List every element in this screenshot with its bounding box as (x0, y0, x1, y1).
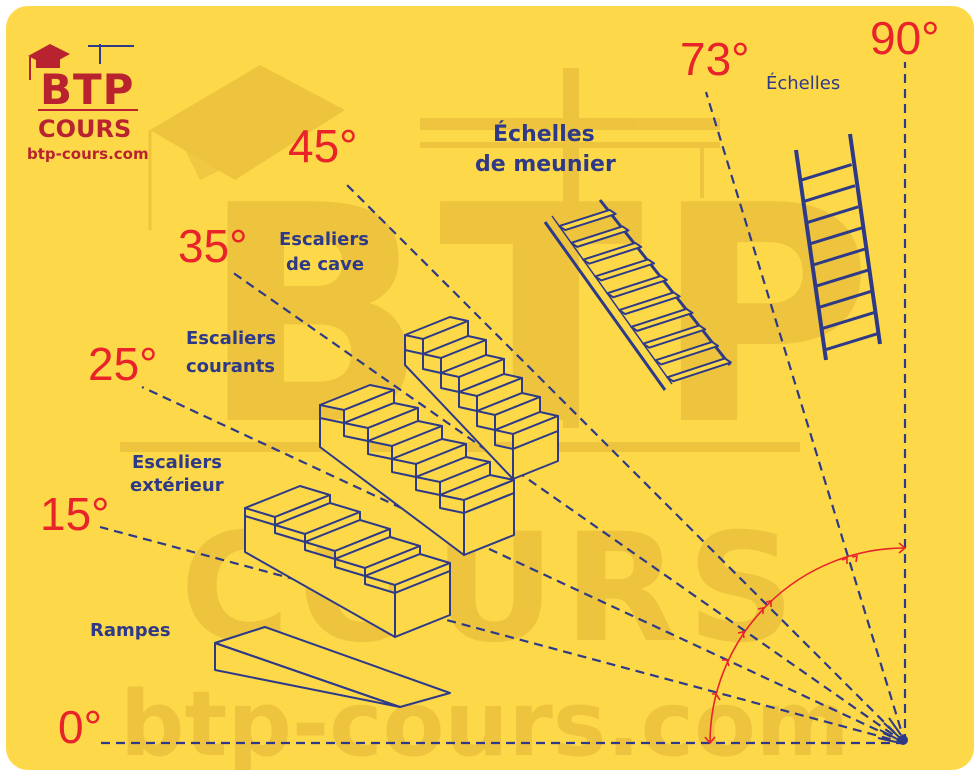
meunier-tread (582, 241, 643, 265)
meunier-tread (618, 291, 681, 316)
ladder-rung (819, 289, 873, 309)
echelle-meunier-illustration (543, 199, 732, 391)
label-cave-line1: Escaliers (279, 229, 369, 250)
label-exterieur-line1: Escaliers (132, 452, 222, 473)
ladder-rung (805, 205, 859, 225)
angle-label-90: 90° (870, 12, 940, 64)
label-courants-line2: courants (186, 356, 275, 377)
ladder-rung (809, 226, 863, 246)
guide-73deg (704, 91, 907, 744)
ladder-rung (825, 332, 879, 351)
meunier-tread (570, 225, 630, 248)
meunier-tread (654, 340, 720, 366)
arc-ticks (704, 542, 907, 745)
watermark-crane-mast (563, 68, 579, 428)
meunier-tread (558, 208, 617, 232)
watermark-crane-jib-lower (420, 142, 720, 148)
logo-cap-base (36, 58, 60, 68)
angle-label-35: 35° (178, 220, 248, 272)
ramp-illustration (214, 626, 451, 708)
label-cave-line2: de cave (286, 254, 364, 275)
stairs-cave-illustration (404, 316, 559, 480)
watermark-url: btp-cours.com (120, 672, 850, 770)
label-echelles: Échelles (766, 72, 840, 94)
watermark-hook-line (700, 148, 704, 198)
meunier-tread (666, 357, 732, 383)
guide-25deg (141, 386, 906, 744)
angle-guides (95, 62, 907, 745)
ladder-rung (799, 163, 853, 182)
watermark-cap-base (185, 95, 305, 180)
arc-path (709, 547, 906, 744)
ladder-rung (815, 268, 869, 288)
angle-label-45: 45° (288, 120, 358, 172)
label-meunier-line1: Échelles (493, 121, 595, 147)
ladder-rail-left (794, 149, 828, 361)
label-meunier-line2: de meunier (475, 152, 616, 177)
angle-label-15: 15° (40, 488, 110, 540)
stair-angle-diagram: BTP COURS btp-cours.com BTP COURS btp-co… (27, 12, 940, 770)
logo-subtitle: COURS (38, 115, 131, 143)
stair-end-face (463, 492, 515, 556)
meunier-stringer-left (543, 221, 667, 391)
angle-label-25: 25° (88, 338, 158, 390)
diagram-card: BTP COURS btp-cours.com BTP COURS btp-co… (6, 6, 974, 770)
angle-label-73: 73° (680, 33, 750, 85)
ladder-rung (822, 310, 876, 330)
label-rampes: Rampes (90, 620, 171, 641)
brand-logo: BTP COURS btp-cours.com (27, 44, 149, 163)
stair-end-face (512, 430, 559, 480)
guide-35deg (231, 271, 906, 744)
meunier-tread (594, 258, 656, 282)
echelle-illustration (794, 133, 882, 361)
ladder-rail-right (848, 133, 882, 345)
ladder-rung (812, 247, 866, 267)
stairs-courants-illustration (319, 384, 515, 556)
ramp-edge (214, 642, 401, 708)
meunier-tread (606, 274, 668, 299)
angle-label-0: 0° (58, 701, 102, 753)
stairs-exterieur-illustration (244, 485, 451, 638)
stair-end-face (394, 570, 451, 638)
meunier-tread (642, 324, 707, 349)
watermark-crane-jib (420, 118, 720, 130)
angle-arc (704, 542, 907, 745)
guide-45deg (342, 180, 906, 744)
logo-letters: BTP (40, 65, 134, 114)
pivot-hatch (877, 717, 902, 743)
pivot-dot (898, 735, 908, 745)
ladder-rung (802, 184, 856, 204)
label-courants-line1: Escaliers (186, 328, 276, 349)
meunier-tread (630, 307, 694, 332)
logo-url: btp-cours.com (27, 145, 149, 163)
guide-15deg (99, 525, 906, 745)
label-exterieur-line2: extérieur (130, 475, 224, 496)
